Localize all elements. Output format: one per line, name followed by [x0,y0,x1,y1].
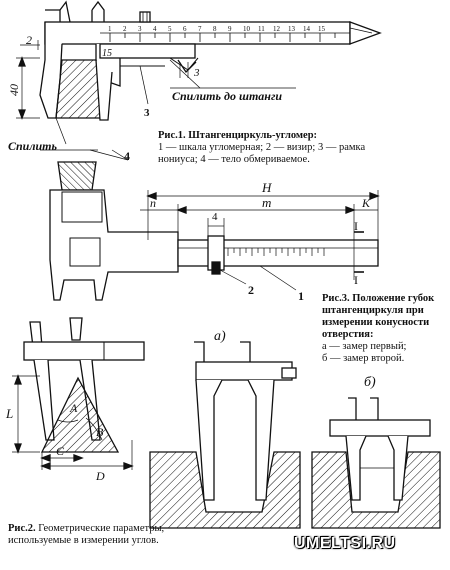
dim-3-label: 3 [193,67,200,79]
label-saw: Спилить [8,139,58,153]
figure-3-caption-title: Рис.3. Положение губок штангенциркуля пр… [322,293,435,340]
scale-number: 8 [213,25,217,33]
scale-number: 14 [303,25,311,33]
scale-number: 10 [243,25,251,33]
scale-number: 12 [273,25,281,33]
figure-1-caption-body: 1 — шкала угломерная; 2 — визир; 3 — рам… [158,142,366,165]
dim-15-label: 15 [102,48,112,59]
beam-scale-ticks [109,33,336,42]
label-I-top: I [354,219,358,233]
figure-3-caption: Рис.3. Положение губок штангенциркуля пр… [322,293,448,365]
figure-2-caption: Рис.2. Геометрические параметры, использ… [8,523,168,547]
callout-4-label: 4 [124,149,130,163]
fig2-measured-triangle [40,376,120,453]
figure-3-caliper [49,149,380,301]
scale-number: 11 [258,25,265,33]
label-B: B [96,425,104,439]
site-watermark: UMELTSI.RU [294,535,396,552]
figure-2-caption-body: Геометрические параметры, используемые в… [8,523,165,546]
figure-3a [149,341,301,529]
scale-number: 5 [168,25,172,33]
figure-3-caption-b: б — замер второй. [322,353,405,364]
label-a: а) [214,329,226,344]
figure-3-caption-a: а — замер первый; [322,341,407,352]
callout-3-label: 3 [144,107,150,119]
label-C: C [56,444,65,458]
callout-2-fig3: 2 [248,283,254,297]
scale-number: 1 [108,25,112,33]
callout-1-fig3: 1 [298,289,304,303]
figure-2-caption-title: Рис.2. [8,523,36,534]
label-n: n [150,196,156,210]
label-I-bottom: I [354,273,358,287]
scale-number: 7 [198,25,202,33]
figure-1 [16,0,382,151]
dim-40-label: 40 [7,84,21,96]
label-m: m [262,195,271,210]
scale-number: 9 [228,25,232,33]
scale-number: 3 [138,25,142,33]
label-b: б) [364,375,376,390]
label-H: H [261,180,272,195]
label-saw-to-rod: Спилить до штанги [172,89,282,103]
label-4-fig3: 4 [212,211,218,223]
scale-number: 13 [288,25,296,33]
label-L: L [5,406,13,421]
scale-number: 6 [183,25,187,33]
measured-body-fig3 [57,161,97,191]
scale-number: 4 [153,25,157,33]
figure-2-labels: L A B C D [5,401,105,483]
scale-number: 15 [318,25,326,33]
figure-1-labels: 2 40 15 3 3 Спилить до штанги Спилить 4 [7,33,282,163]
figure-3-labels: H m n K 4 I I 2 1 [150,180,371,303]
figure-2 [12,317,145,470]
label-D: D [95,469,105,483]
figure-1-caption: Рис.1. Штангенциркуль-угломер: 1 — шкала… [158,130,388,166]
figure-1-caption-title: Рис.1. Штангенциркуль-угломер: [158,130,318,141]
label-K: K [361,196,371,210]
scale-number: 2 [123,25,127,33]
dim-2-label: 2 [26,33,32,47]
figure-3b [311,397,441,529]
beam-tip [349,21,382,45]
label-A: A [69,401,78,415]
